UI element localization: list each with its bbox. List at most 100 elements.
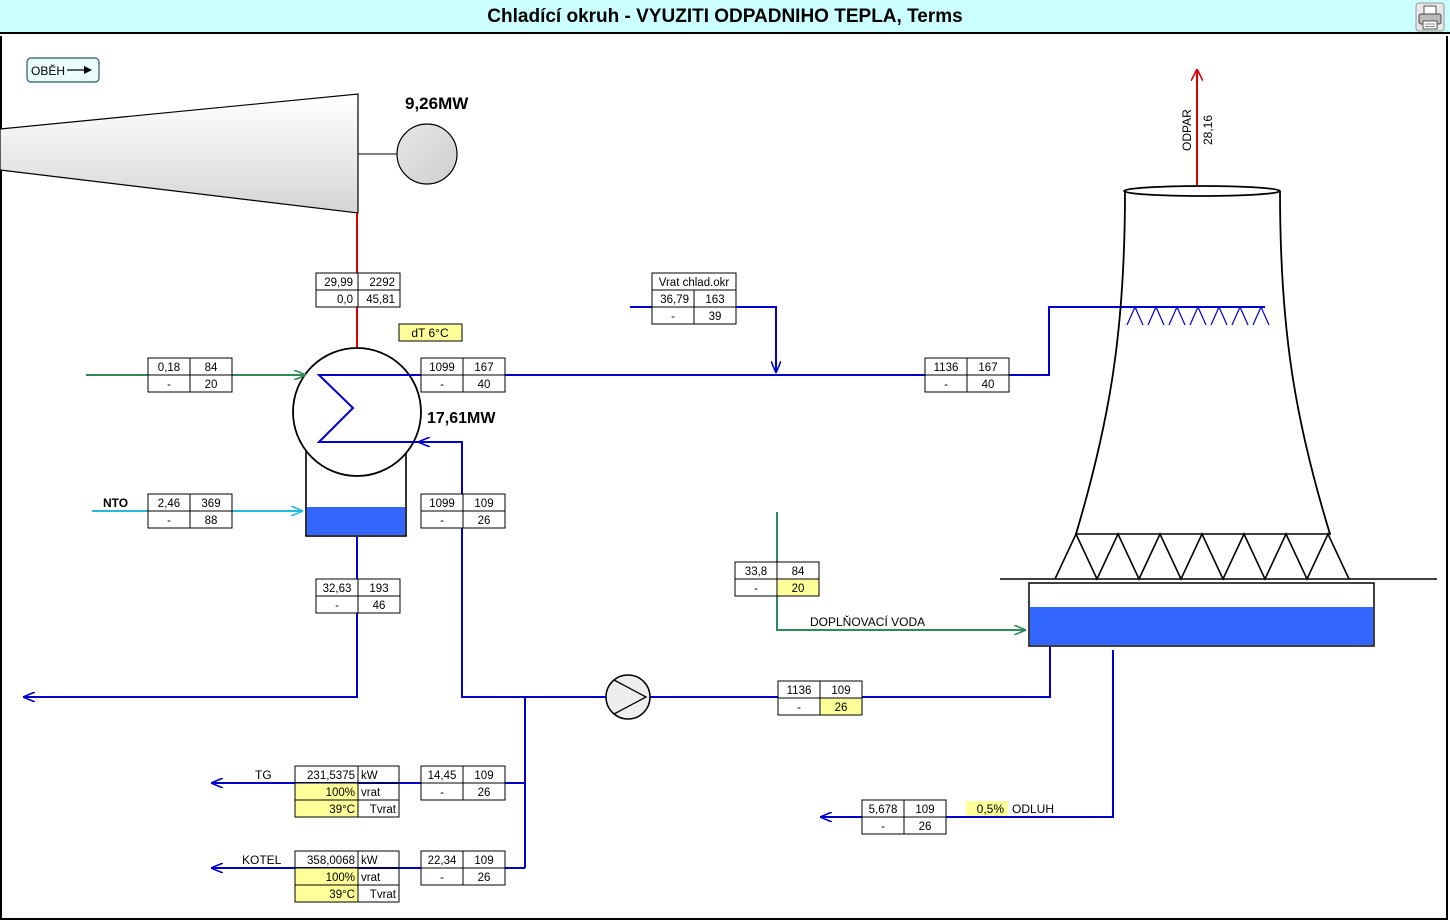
- value-box-kotel: 22,34 109 - 26: [420, 850, 506, 886]
- box-cell-c: -: [671, 311, 675, 323]
- box-cell-b: 167: [978, 362, 997, 374]
- turbine-shape: [0, 93, 359, 214]
- box-cell-d: 26: [478, 515, 491, 527]
- box-cell-b: 193: [369, 583, 388, 595]
- box-cell-d: 26: [919, 821, 932, 833]
- value-box-nto: 2,46 369 - 88: [147, 493, 233, 529]
- pump-icon: [605, 674, 651, 720]
- condensate-outlet-pipe: [24, 537, 358, 697]
- box-cell-a: 2,46: [158, 498, 180, 510]
- box-cell-c: 0,0: [337, 294, 353, 306]
- box-cell-d: 26: [835, 702, 848, 714]
- tg-temp-value[interactable]: 39°C: [329, 804, 355, 816]
- tg-temp-label: Tvrat: [370, 804, 397, 816]
- box-cell-b: 109: [474, 498, 493, 510]
- box-cell-b: 109: [831, 685, 850, 697]
- box-cell-c: -: [881, 821, 885, 833]
- box-cell-b: 84: [792, 566, 805, 578]
- cooling-tower-right-wall: [1279, 190, 1331, 535]
- dt-label: dT 6°C: [411, 326, 449, 340]
- odpar-label: ODPAR: [1180, 109, 1194, 151]
- box-cell-d: 39: [709, 311, 722, 323]
- kotel-power-value: 358,0068: [307, 855, 355, 867]
- box-cell-b: 2292: [369, 277, 395, 289]
- box-cell-b: 109: [474, 855, 493, 867]
- kotel-power-unit: kW: [361, 855, 378, 867]
- box-cell-c: -: [440, 379, 444, 391]
- arrow-right-icon: [67, 66, 92, 74]
- odluh-pct-badge: [966, 801, 1008, 816]
- box-cell-d: 88: [205, 515, 218, 527]
- cooling-tower-legs: [1054, 532, 1350, 581]
- odluh-pipe: [821, 650, 1114, 817]
- title-bar: Chladící okruh - VYUZITI ODPADNIHO TEPLA…: [0, 0, 1450, 34]
- tg-pct-label: vrat: [361, 787, 381, 799]
- frame-right-border: [1446, 36, 1448, 919]
- box-cell-c: -: [944, 379, 948, 391]
- box-cell-d: 26: [478, 872, 491, 884]
- kotel-label: KOTEL: [242, 853, 282, 867]
- value-box-tower-in: 1136 167 - 40: [924, 357, 1010, 393]
- value-box-hx-out: 1099 167 - 40: [420, 357, 506, 393]
- box-cell-b: 163: [705, 294, 724, 306]
- kotel-pct-value[interactable]: 100%: [326, 872, 355, 884]
- box-cell-d: 46: [373, 600, 386, 612]
- box-cell-b: 369: [201, 498, 220, 510]
- box-cell-d: 40: [982, 379, 995, 391]
- kotel-temp-value[interactable]: 39°C: [329, 889, 355, 901]
- hot-water-pipe: [420, 306, 1265, 376]
- box-cell-a: 1099: [429, 498, 455, 510]
- basin-water-level: [1030, 607, 1373, 645]
- odluh-pct: 0,5%: [977, 802, 1005, 816]
- heat-exchanger-shell: [292, 347, 422, 477]
- kotel-temp-label: Tvrat: [370, 889, 397, 901]
- box-cell-c: -: [167, 515, 171, 527]
- printer-icon[interactable]: [1414, 2, 1446, 32]
- cooling-tower-left-wall: [1075, 190, 1126, 535]
- consumer-table-kotel: 358,0068 kW 100% vrat 39°C Tvrat: [294, 850, 400, 903]
- box-cell-d: 20: [792, 583, 805, 595]
- pump-discharge-pipe: [419, 442, 606, 698]
- exchanger-power-label: 17,61MW: [427, 410, 496, 427]
- vrat-header-label: Vrat chlad.okr: [659, 277, 730, 289]
- box-cell-d: 26: [478, 787, 491, 799]
- box-cell-c: -: [440, 872, 444, 884]
- cooling-tower-top: [1123, 185, 1281, 197]
- box-cell-b: 109: [474, 770, 493, 782]
- dt-badge: [398, 323, 463, 342]
- value-box-hx-in: 1099 109 - 26: [420, 493, 506, 529]
- box-cell-b: 109: [915, 804, 934, 816]
- box-cell-a: 14,45: [428, 770, 457, 782]
- nto-label: NTO: [103, 496, 128, 510]
- value-box-makeup: 33,8 84 - 20: [734, 561, 820, 597]
- box-cell-c: -: [797, 702, 801, 714]
- box-cell-b: 84: [205, 362, 218, 374]
- frame-bottom-border: [0, 918, 1448, 920]
- value-box-pump: 1136 109 - 26: [777, 680, 863, 716]
- generator-icon: [396, 123, 458, 185]
- obeh-button-label: OBĚH: [31, 63, 65, 78]
- tg-label: TG: [255, 768, 272, 782]
- box-cell-d: 20: [205, 379, 218, 391]
- hotwell-water-level: [307, 507, 405, 535]
- value-box-odluh: 5,678 109 - 26: [861, 799, 947, 835]
- makeup-water-label: DOPLŇOVACÍ VODA: [810, 614, 925, 629]
- consumer-table-tg: 231,5375 kW 100% vrat 39°C Tvrat: [294, 765, 400, 818]
- odpar-value: 28,16: [1201, 115, 1215, 145]
- box-cell-a: 1136: [934, 362, 959, 374]
- page-title: Chladící okruh - VYUZITI ODPADNIHO TEPLA…: [487, 6, 963, 27]
- turbine-power-label: 9,26MW: [405, 94, 469, 113]
- box-cell-a: 29,99: [324, 277, 353, 289]
- tg-power-value: 231,5375: [307, 770, 355, 782]
- kotel-pct-label: vrat: [361, 872, 381, 884]
- obeh-button[interactable]: OBĚH: [26, 57, 100, 83]
- tg-pct-value[interactable]: 100%: [326, 787, 355, 799]
- heat-exchanger-coil: [316, 374, 420, 443]
- value-box-steam: 29,99 2292 0,0 45,81: [315, 272, 401, 308]
- box-cell-c: -: [335, 600, 339, 612]
- box-cell-c: -: [440, 515, 444, 527]
- box-cell-c: -: [754, 583, 758, 595]
- spray-nozzles: [1126, 305, 1270, 326]
- box-cell-a: 0,18: [158, 362, 180, 374]
